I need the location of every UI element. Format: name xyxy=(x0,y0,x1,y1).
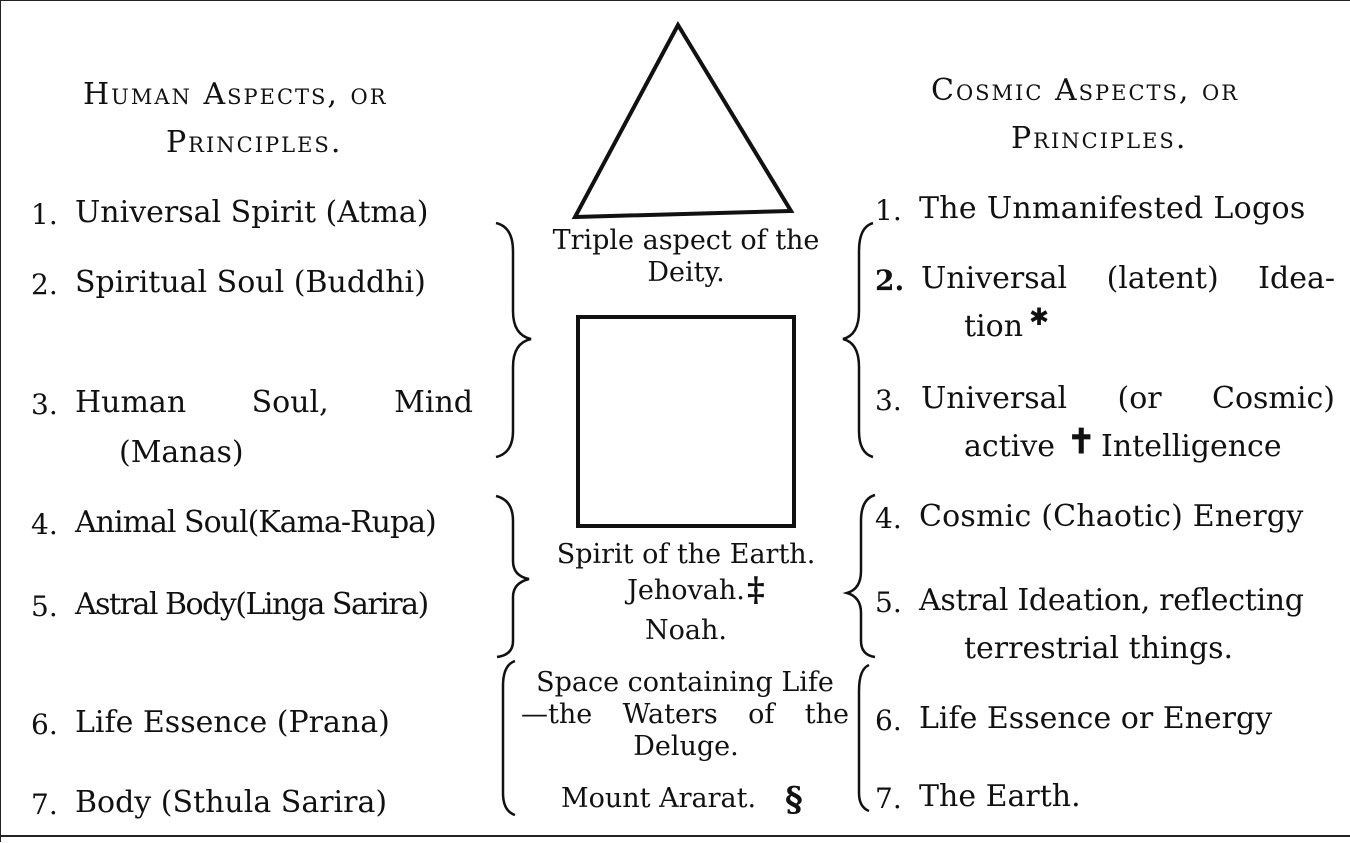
left-item-3-word-a: Human xyxy=(75,385,187,420)
asterisk-mark-icon: ✱ xyxy=(1029,303,1050,331)
left-item-7-number: 7. xyxy=(31,788,58,821)
space-line2: —the Waters of the xyxy=(521,699,849,730)
space-line2-word-d: the xyxy=(804,699,849,730)
triangle-shape xyxy=(571,20,795,220)
right-item-2-word-a: Universal xyxy=(921,261,1068,296)
right-item-2-line2: tion xyxy=(964,309,1024,344)
page-bottom-cut-line xyxy=(1,835,1350,837)
right-item-3-word-b: (or xyxy=(1117,381,1162,416)
right-brace-upper xyxy=(842,221,874,459)
left-item-1-text: Universal Spirit (Atma) xyxy=(75,195,429,230)
right-item-7-text: The Earth. xyxy=(919,779,1081,814)
right-header-line1: Cosmic Aspects, or xyxy=(931,73,1240,108)
right-item-4-number: 4. xyxy=(875,502,902,535)
right-item-5-number: 5. xyxy=(875,586,902,619)
right-item-1-number: 1. xyxy=(875,194,902,227)
left-item-4-number: 4. xyxy=(31,508,58,541)
earth-line3: Noah. xyxy=(645,615,727,646)
left-brace-upper xyxy=(495,221,532,459)
left-item-6-text: Life Essence (Prana) xyxy=(75,705,390,740)
ararat-line: Mount Ararat. xyxy=(561,783,757,814)
left-brace-lower xyxy=(501,659,516,817)
right-item-3-word-c: Cosmic) xyxy=(1212,381,1335,416)
left-item-3-word-b: Soul, xyxy=(251,385,329,420)
right-item-3-word-a: Universal xyxy=(921,381,1068,416)
right-item-6-number: 6. xyxy=(875,704,902,737)
triangle-caption-line1: Triple aspect of the xyxy=(552,225,820,256)
right-brace-lower xyxy=(857,663,870,813)
earth-line2: Jehovah. xyxy=(627,575,745,606)
right-item-3-line1: Universal (or Cosmic) xyxy=(921,381,1335,417)
square-shape xyxy=(576,315,796,528)
left-brace-middle xyxy=(495,494,530,659)
left-item-5-number: 5. xyxy=(31,590,58,623)
triangle-caption-line2: Deity. xyxy=(647,257,725,288)
left-item-4-text: Animal Soul(Kama-Rupa) xyxy=(75,505,437,540)
right-item-7-number: 7. xyxy=(875,782,902,815)
left-item-3-number: 3. xyxy=(31,388,58,421)
space-line2-word-a: —the xyxy=(521,699,593,730)
right-item-1-text: The Unmanifested Logos xyxy=(919,191,1306,226)
right-item-5-line1: Astral Ideation, reflecting xyxy=(919,583,1304,618)
right-item-3-line2-a: active xyxy=(964,429,1056,464)
left-item-3-line1: Human Soul, Mind xyxy=(75,385,473,421)
left-item-3-line2: (Manas) xyxy=(119,435,244,470)
left-item-3-word-c: Mind xyxy=(394,385,473,420)
left-item-7-text: Body (Sthula Sarira) xyxy=(75,785,388,820)
left-item-2-text: Spiritual Soul (Buddhi) xyxy=(75,265,426,300)
earth-line1: Spirit of the Earth. xyxy=(556,539,816,570)
space-line2-word-c: of xyxy=(748,699,775,730)
right-brace-middle xyxy=(842,493,876,659)
space-line1: Space containing Life xyxy=(536,667,834,698)
left-header-line2: Principles. xyxy=(166,125,343,160)
right-item-2-word-c: Idea- xyxy=(1258,261,1335,296)
right-item-5-line2: terrestrial things. xyxy=(964,631,1234,666)
s-mark-ararat-icon: § xyxy=(785,780,803,820)
left-item-1-number: 1. xyxy=(31,198,58,231)
left-item-2-number: 2. xyxy=(31,268,58,301)
right-item-2-word-b: (latent) xyxy=(1106,261,1219,296)
left-item-5-text: Astral Body(Linga Sarira) xyxy=(75,587,429,622)
left-header-line1: Human Aspects, or xyxy=(83,77,388,112)
cross-mark-jehovah-icon: ‡ xyxy=(747,570,765,610)
right-header-line2: Principles. xyxy=(1011,121,1188,156)
space-line2-word-b: Waters xyxy=(622,699,718,730)
right-item-3-number: 3. xyxy=(875,384,902,417)
cross-mark-intelligence-icon: ✝ xyxy=(1067,422,1096,462)
right-item-6-text: Life Essence or Energy xyxy=(919,701,1273,736)
right-item-2-number: 2. xyxy=(875,264,905,297)
left-item-6-number: 6. xyxy=(31,708,58,741)
space-line3: Deluge. xyxy=(633,731,739,762)
right-item-4-text: Cosmic (Chaotic) Energy xyxy=(919,499,1304,534)
right-item-3-line2-b: Intelligence xyxy=(1101,429,1282,464)
right-item-2-line1: Universal (latent) Idea- xyxy=(921,261,1335,297)
